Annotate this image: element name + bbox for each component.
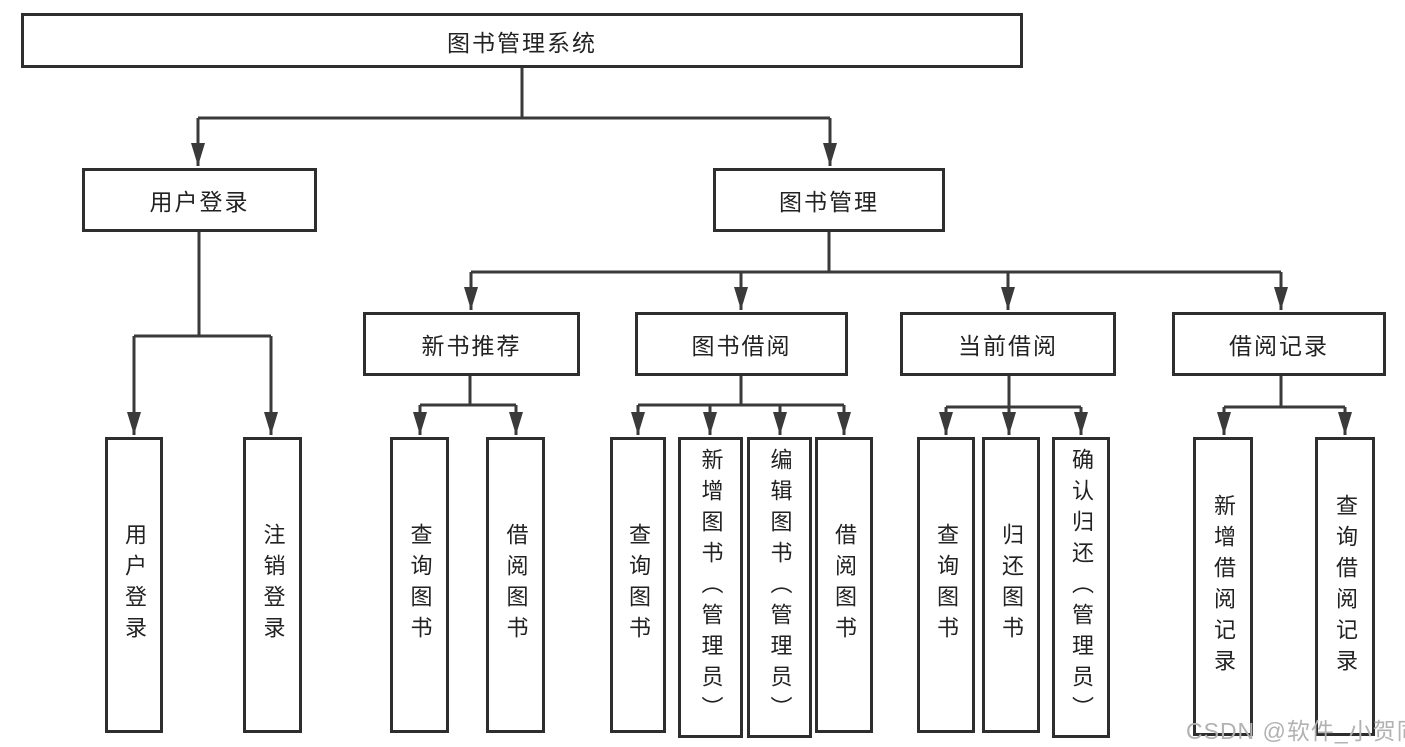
node-borrowing-records: 借阅记录 bbox=[1172, 312, 1386, 376]
leaf-borrow-books: 借阅图书 bbox=[815, 437, 873, 733]
leaf-label: 编辑图书（管理员） bbox=[767, 448, 793, 727]
leaf-label: 用户登录 bbox=[122, 523, 147, 647]
leaf-borrow-books-recommend: 借阅图书 bbox=[486, 437, 545, 733]
leaf-query-books-recommend: 查询图书 bbox=[390, 437, 449, 733]
node-new-book-recommendation: 新书推荐 bbox=[363, 312, 580, 376]
leaf-user-login: 用户登录 bbox=[105, 437, 163, 733]
node-library-management-system: 图书管理系统 bbox=[21, 13, 1023, 68]
node-label: 用户登录 bbox=[149, 189, 250, 215]
leaf-label: 借阅图书 bbox=[832, 523, 857, 647]
leaf-label: 注销登录 bbox=[260, 523, 286, 647]
leaf-query-borrow-record: 查询借阅记录 bbox=[1315, 437, 1375, 736]
node-label: 图书借阅 bbox=[691, 333, 792, 359]
leaf-confirm-return-admin: 确认归还（管理员） bbox=[1052, 437, 1110, 738]
leaf-query-books-current: 查询图书 bbox=[917, 437, 975, 733]
node-label: 当前借阅 bbox=[958, 333, 1058, 359]
leaf-label: 新增图书（管理员） bbox=[698, 448, 724, 727]
leaf-label: 归还图书 bbox=[999, 523, 1024, 647]
node-label: 新书推荐 bbox=[421, 333, 522, 359]
node-current-borrowing: 当前借阅 bbox=[900, 312, 1116, 376]
leaf-query-books-borrow: 查询图书 bbox=[610, 437, 666, 733]
node-book-management: 图书管理 bbox=[713, 168, 945, 232]
node-label: 借阅记录 bbox=[1229, 333, 1329, 359]
leaf-label: 查询图书 bbox=[407, 523, 433, 647]
leaf-return-book: 归还图书 bbox=[982, 437, 1040, 733]
node-book-borrowing: 图书借阅 bbox=[635, 312, 848, 376]
leaf-label: 查询借阅记录 bbox=[1333, 493, 1358, 680]
watermark: CSDN @软件_小贺同学 bbox=[1186, 718, 1405, 744]
leaf-label: 确认归还（管理员） bbox=[1069, 448, 1094, 727]
node-label: 图书管理系统 bbox=[447, 29, 597, 56]
leaf-logout: 注销登录 bbox=[243, 437, 302, 733]
leaf-label: 借阅图书 bbox=[503, 523, 529, 647]
leaf-label: 查询图书 bbox=[626, 523, 651, 647]
node-user-login: 用户登录 bbox=[82, 168, 317, 232]
leaf-add-book-admin: 新增图书（管理员） bbox=[678, 437, 743, 738]
leaf-edit-book-admin: 编辑图书（管理员） bbox=[747, 437, 812, 738]
leaf-label: 新增借阅记录 bbox=[1211, 493, 1236, 680]
leaf-label: 查询图书 bbox=[934, 523, 959, 647]
leaf-add-borrow-record: 新增借阅记录 bbox=[1193, 437, 1253, 736]
node-label: 图书管理 bbox=[779, 189, 879, 215]
